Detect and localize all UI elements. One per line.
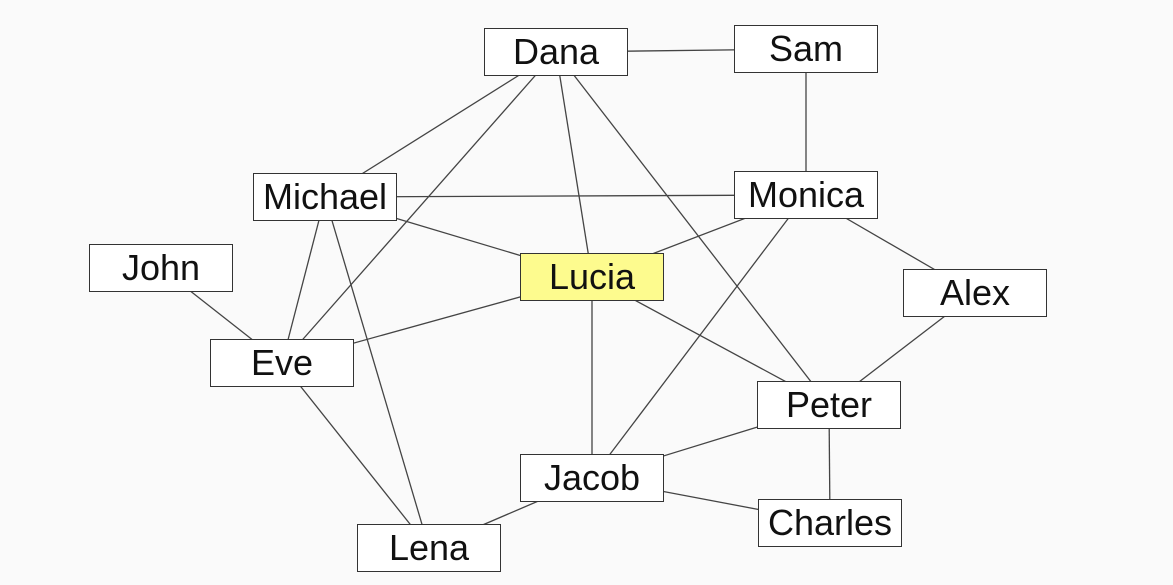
edge-dana-lucia [555, 51, 593, 278]
edge-michael-monica [324, 194, 807, 198]
edge-dana-eve [281, 51, 557, 364]
node-label: Lucia [548, 256, 636, 297]
node-label: Lena [388, 527, 470, 568]
node-label: Sam [768, 28, 844, 69]
node-dana: Dana [484, 28, 628, 76]
node-label: Alex [939, 272, 1011, 313]
edge-dana-michael [324, 51, 557, 198]
node-label: Charles [767, 502, 893, 543]
node-monica: Monica [734, 171, 878, 219]
node-label: Monica [747, 174, 865, 215]
node-label: Michael [262, 176, 388, 217]
node-alex: Alex [903, 269, 1047, 317]
edge-michael-lena [324, 196, 430, 549]
node-lena: Lena [357, 524, 501, 572]
node-label: Eve [250, 342, 314, 383]
node-eve: Eve [210, 339, 354, 387]
edge-eve-lena [281, 362, 430, 549]
node-sam: Sam [734, 25, 878, 73]
node-label: Jacob [543, 457, 641, 498]
node-charles: Charles [758, 499, 902, 547]
node-label: John [121, 247, 201, 288]
node-jacob: Jacob [520, 454, 664, 502]
node-label: Dana [512, 31, 600, 72]
node-label: Peter [785, 384, 873, 425]
node-michael: Michael [253, 173, 397, 221]
node-peter: Peter [757, 381, 901, 429]
edge-monica-jacob [591, 194, 807, 479]
edge-michael-eve [281, 196, 326, 364]
node-john: John [89, 244, 233, 292]
edge-dana-peter [555, 51, 830, 406]
node-lucia: Lucia [520, 253, 664, 301]
